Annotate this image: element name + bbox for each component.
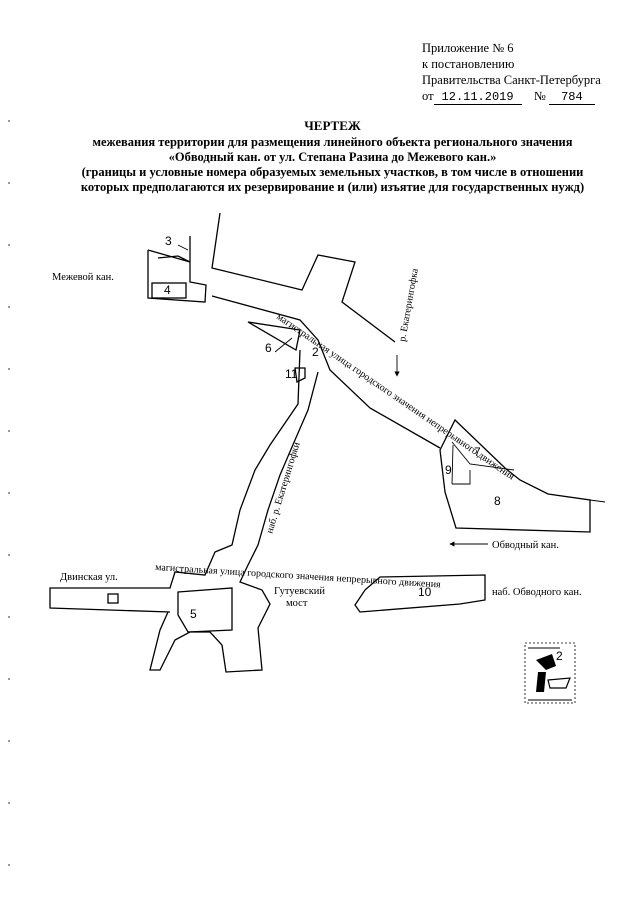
left-margin-marks	[8, 60, 10, 880]
inset-location-scheme: 2 1	[524, 642, 576, 704]
label-gutuevsky-line-1: Гутуевский	[274, 586, 325, 597]
appendix-line-2: к постановлению	[422, 57, 515, 71]
label-gutuevsky-line-2: мост	[286, 598, 308, 609]
date-prefix: от	[422, 89, 434, 103]
appendix-line-3: Правительства Санкт-Петербурга	[422, 73, 601, 87]
plot-number: 6	[265, 341, 272, 355]
title-line-3: (границы и условные номера образуемых зе…	[81, 165, 584, 179]
document-heading: ЧЕРТЕЖ	[304, 118, 361, 133]
title-line-1: межевания территории для размещения лине…	[92, 135, 573, 149]
label-obvodny-embankment: наб. Обводного кан.	[492, 587, 582, 598]
label-obvodny-kan: Обводный кан.	[492, 540, 559, 551]
label-mezhevoy-kan: Межевой кан.	[52, 272, 114, 283]
resolution-number: 784	[548, 91, 595, 105]
appendix-line-1: Приложение № 6	[422, 41, 514, 55]
plot-number: 5	[190, 607, 197, 621]
plot-number: 8	[494, 494, 501, 508]
plot-number: 11	[285, 367, 298, 381]
plot-10-area	[354, 574, 486, 613]
plot-boundary-north	[211, 212, 441, 449]
label-ekateringofka-river: р. Екатерингофка	[397, 267, 421, 342]
appendix-block: Приложение № 6 к постановлению Правитель…	[422, 40, 634, 105]
label-dvinskaya-street: Двинская ул.	[60, 572, 118, 583]
label-ekateringofka-embankment: наб. р. Екатерингофки	[264, 440, 302, 535]
inset-plot-number: 2	[556, 649, 563, 663]
title-line-2: «Обводный кан. от ул. Степана Разина до …	[168, 150, 497, 164]
plot-numbers: 3 4 6 2 11 7 9 8 5 10	[164, 234, 501, 621]
plot-number: 10	[418, 585, 432, 599]
plot-number: 2	[312, 345, 319, 359]
title-block: ЧЕРТЕЖ межевания территории для размещен…	[40, 118, 625, 195]
plot-5-area	[177, 587, 233, 633]
resolution-date: 12.11.2019	[433, 91, 522, 105]
corridor-south	[49, 349, 319, 673]
plot-number: 3	[165, 234, 172, 248]
inset-plot-number: 1	[538, 675, 545, 689]
plot-number: 9	[445, 463, 452, 477]
plot-number: 7	[474, 445, 481, 459]
plot-7-8-9-area	[439, 418, 606, 533]
title-line-4: которых предполагаются их резервирование…	[80, 180, 585, 194]
plot-6-area	[247, 321, 306, 383]
plot-3-4-area	[147, 236, 207, 303]
plot-number: 4	[164, 283, 171, 297]
number-prefix: №	[533, 89, 546, 103]
